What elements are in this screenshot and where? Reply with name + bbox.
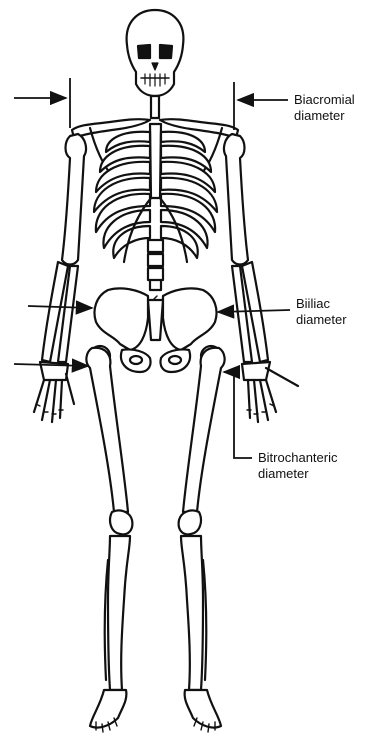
left-arm [42, 134, 86, 362]
left-foot [90, 690, 126, 732]
biiliac-right-arrow [218, 310, 290, 312]
skull [127, 10, 184, 96]
bitrochanteric-label-line1: Bitrochanteric [258, 450, 337, 466]
right-hand [242, 362, 298, 422]
rib-cage [94, 124, 217, 280]
left-leg [86, 346, 132, 690]
right-arm [224, 134, 268, 362]
left-hand [34, 362, 74, 422]
biacromial-label-line1: Biacromial [294, 92, 355, 108]
bitrochanteric-diameter-label: Bitrochanteric diameter [258, 450, 337, 482]
biacromial-label-line2: diameter [294, 108, 355, 124]
bitrochanteric-label-line2: diameter [258, 466, 337, 482]
right-leg [179, 346, 225, 690]
bitrochanteric-left-arrow [14, 364, 88, 366]
pelvis [95, 288, 217, 372]
right-foot [185, 690, 221, 732]
biiliac-diameter-label: Biiliac diameter [296, 296, 347, 328]
biiliac-left-arrow [28, 306, 92, 308]
biiliac-label-line1: Biiliac [296, 296, 347, 312]
biiliac-label-line2: diameter [296, 312, 347, 328]
biacromial-diameter-label: Biacromial diameter [294, 92, 355, 124]
